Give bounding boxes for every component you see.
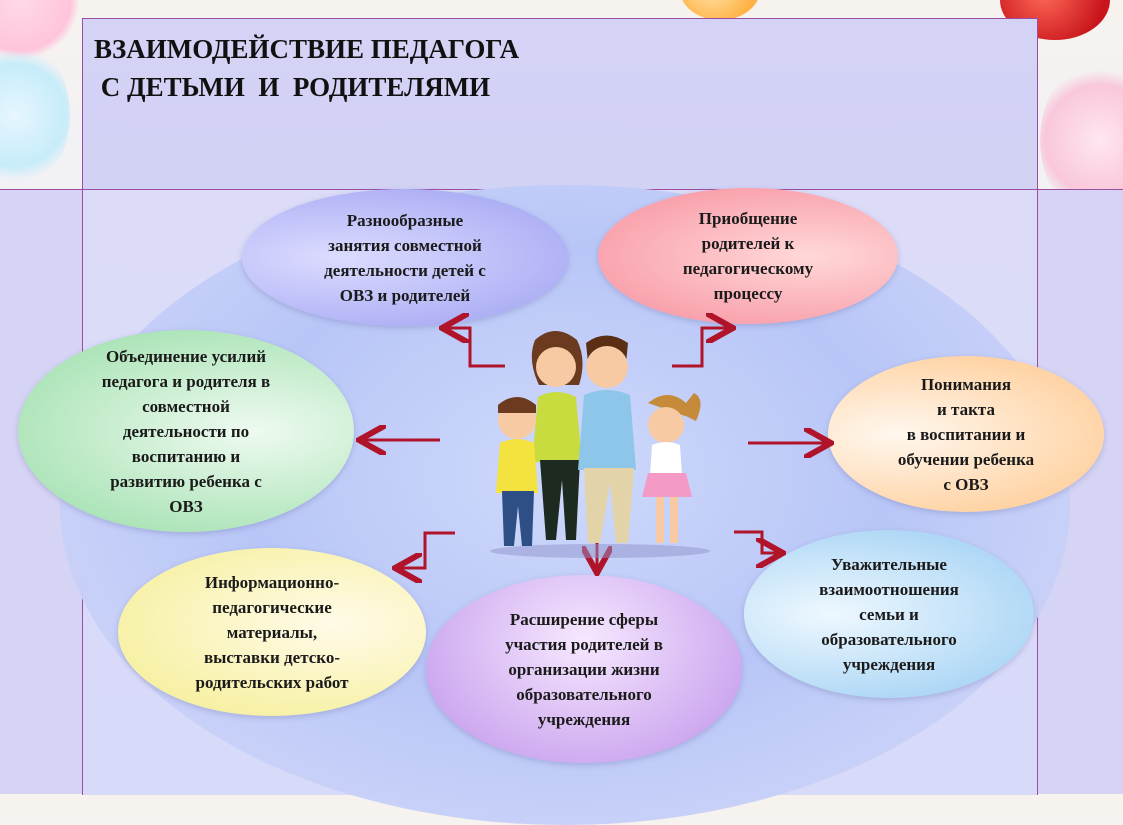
bubble-parent-involvement-text: Приобщение родителей к педагогическому п… (682, 209, 814, 303)
title-line-1: ВЗАИМОДЕЙСТВИЕ ПЕДАГОГА (94, 34, 520, 64)
bubble-info-materials: Информационно- педагогические материалы,… (118, 548, 426, 716)
bubble-joint-activities-text: Разнообразные занятия совместной деятель… (324, 210, 486, 305)
girl-figure-icon (642, 393, 701, 543)
bubble-joint-activities: Разнообразные занятия совместной деятель… (242, 189, 568, 326)
bubble-info-materials-text: Информационно- педагогические материалы,… (195, 572, 349, 692)
bubble-combined-efforts-text: Объединение усилий педагога и родителя в… (101, 346, 271, 516)
bubble-respectful-relations-text: Уважительные взаимоотношения семьи и обр… (819, 554, 959, 674)
family-illustration-icon (490, 331, 710, 558)
mother-figure-icon (531, 331, 583, 540)
boy-figure-icon (496, 397, 538, 546)
title-line-2: С ДЕТЬМИ И РОДИТЕЛЯМИ (94, 72, 491, 102)
bubble-combined-efforts: Объединение усилий педагога и родителя в… (18, 330, 354, 532)
bubble-respectful-relations: Уважительные взаимоотношения семьи и обр… (744, 530, 1034, 698)
bubble-understanding-tact-text: Понимания и такта в воспитании и обучени… (897, 374, 1035, 494)
ribbon-decoration-left (0, 40, 70, 190)
father-figure-icon (578, 335, 636, 543)
bubble-expand-participation: Расширение сферы участия родителей в орг… (426, 575, 742, 763)
balloon-decoration-orange (680, 0, 760, 20)
slide-title: ВЗАИМОДЕЙСТВИЕ ПЕДАГОГА С ДЕТЬМИ И РОДИТ… (94, 30, 519, 106)
bubble-expand-participation-text: Расширение сферы участия родителей в орг… (505, 609, 663, 729)
bubble-parent-involvement: Приобщение родителей к педагогическому п… (598, 188, 898, 324)
bubble-understanding-tact: Понимания и такта в воспитании и обучени… (828, 356, 1104, 512)
